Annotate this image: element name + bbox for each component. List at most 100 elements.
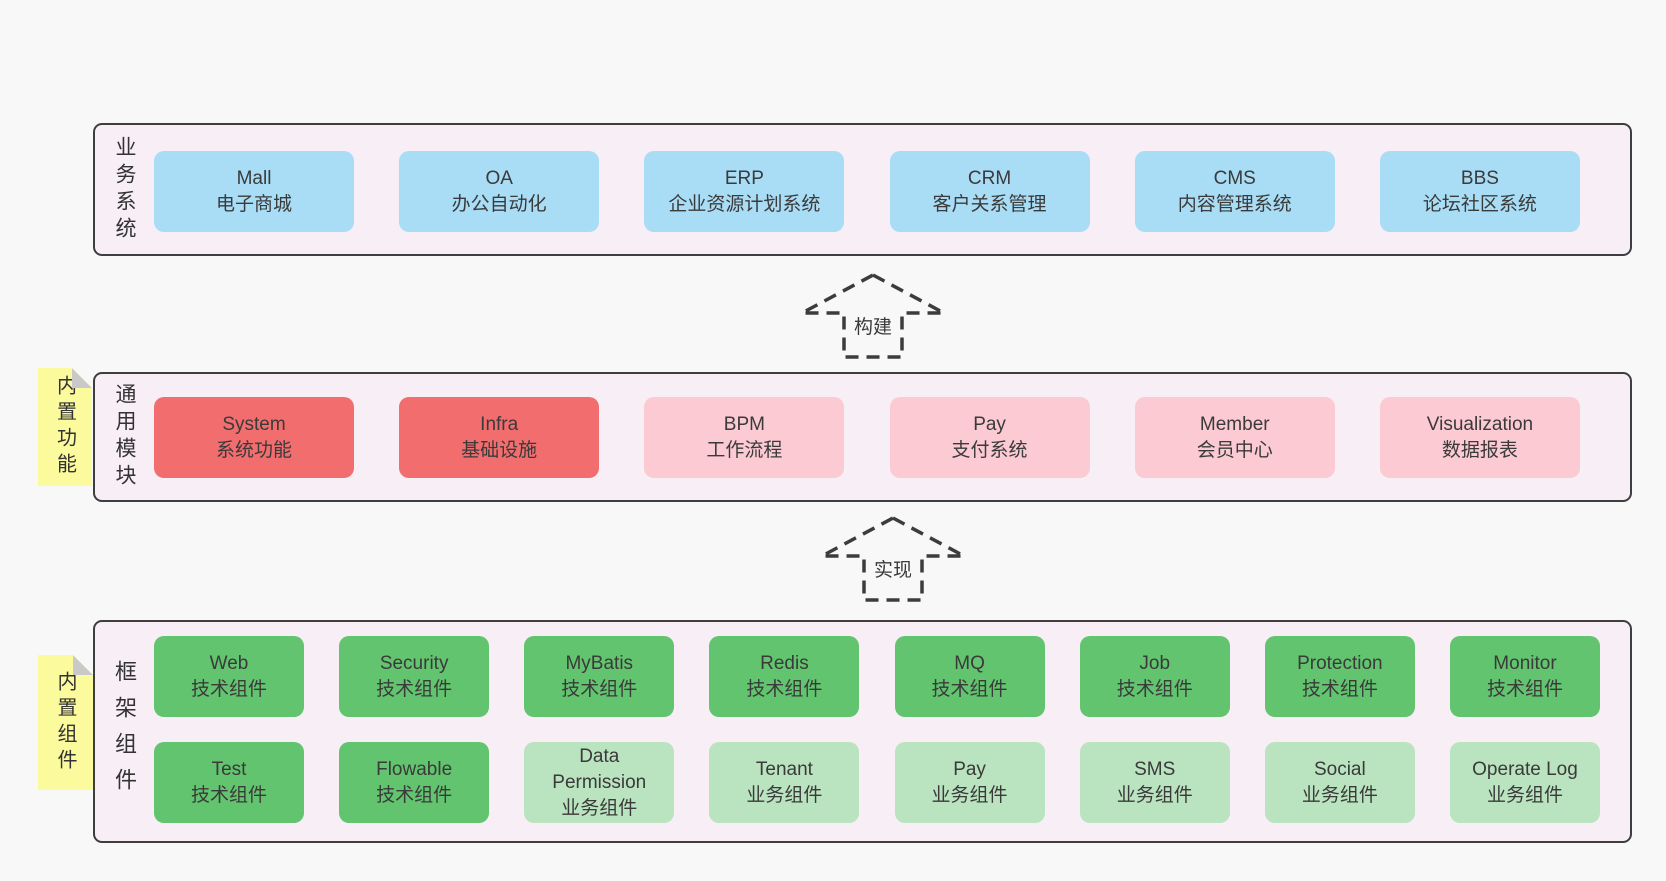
- box-crm: CRM 客户关系管理: [889, 151, 1090, 232]
- box-subtitle: 业务组件: [1301, 784, 1378, 806]
- box-title: Test: [211, 758, 247, 780]
- business-layer-title: 业务系统: [113, 135, 136, 244]
- box-system: System 系统功能: [154, 397, 354, 478]
- box-subtitle: 技术组件: [190, 784, 267, 806]
- box-subtitle: 系统功能: [215, 439, 292, 461]
- box-protection: Protection 技术组件: [1264, 636, 1415, 717]
- box-subtitle: 电子商城: [215, 193, 292, 215]
- builtin-components-tag: 内置组件: [38, 655, 93, 790]
- business-systems-row: Mall 电子商城 OA 办公自动化 ERP 企业资源计划系统 CRM 客户关系管理 CMS 内容…: [154, 151, 1580, 232]
- build-arrow-label: 构建: [849, 312, 897, 339]
- common-modules-layer: 通用模块 System 系统功能 Infra 基础设施 BPM 工作流程 Pay 支付系统 Me…: [93, 372, 1632, 502]
- box-member: Member 会员中心: [1134, 397, 1335, 478]
- builtin-components-tag-label: 内置组件: [54, 670, 76, 775]
- build-arrow-shape: [801, 273, 945, 359]
- box-mall: Mall 电子商城: [154, 151, 354, 232]
- box-subtitle: 技术组件: [1116, 678, 1193, 700]
- implement-arrow: 实现: [818, 514, 968, 604]
- box-title: Monitor: [1493, 652, 1557, 674]
- box-subtitle: 技术组件: [746, 678, 823, 700]
- box-subtitle: 技术组件: [376, 678, 453, 700]
- box-title: CMS: [1213, 167, 1256, 189]
- tag-fold-icon: [72, 368, 92, 388]
- box-subtitle: 技术组件: [190, 678, 267, 700]
- box-title: OA: [485, 167, 513, 189]
- box-subtitle: 会员中心: [1196, 439, 1273, 461]
- box-tenant: Tenant 业务组件: [709, 742, 860, 823]
- box-flowable: Flowable 技术组件: [339, 742, 490, 823]
- box-subtitle: 内容管理系统: [1177, 193, 1292, 215]
- box-title: Social: [1313, 758, 1366, 780]
- box-title: Protection: [1297, 652, 1383, 674]
- box-subtitle: 技术组件: [376, 784, 453, 806]
- box-job: Job 技术组件: [1079, 636, 1230, 717]
- box-title: System: [222, 413, 286, 435]
- box-bpm: BPM 工作流程: [644, 397, 845, 478]
- box-title: Job: [1139, 652, 1171, 674]
- box-erp: ERP 企业资源计划系统: [644, 151, 845, 232]
- box-title: Tenant: [755, 758, 813, 780]
- box-sms: SMS 业务组件: [1079, 742, 1230, 823]
- box-title: Pay: [973, 413, 1006, 435]
- box-title: Data Permission: [552, 745, 647, 793]
- business-systems-layer: 业务系统 Mall 电子商城 OA 办公自动化 ERP 企业资源计划系统 CRM 客户关系管理…: [93, 123, 1632, 256]
- box-redis: Redis 技术组件: [709, 636, 860, 717]
- box-mybatis: MyBatis 技术组件: [524, 636, 675, 717]
- box-title: Member: [1199, 413, 1270, 435]
- box-mq: MQ 技术组件: [894, 636, 1045, 717]
- box-subtitle: 办公自动化: [451, 193, 547, 215]
- box-security: Security 技术组件: [339, 636, 490, 717]
- box-title: Infra: [480, 413, 519, 435]
- box-title: MyBatis: [565, 652, 634, 674]
- box-subtitle: 业务组件: [746, 784, 823, 806]
- box-subtitle: 技术组件: [931, 678, 1008, 700]
- components-layer-title: 框架组件: [112, 659, 137, 804]
- box-title: BBS: [1460, 167, 1499, 189]
- tag-fold-icon: [73, 655, 93, 675]
- box-title: Redis: [760, 652, 809, 674]
- box-title: Mall: [236, 167, 272, 189]
- box-operate-log: Operate Log 业务组件: [1449, 742, 1600, 823]
- box-title: Operate Log: [1472, 758, 1578, 780]
- box-data-permission: Data Permission 业务组件: [524, 742, 675, 823]
- box-pay: Pay 支付系统: [889, 397, 1090, 478]
- box-title: BPM: [723, 413, 765, 435]
- box-title: ERP: [724, 167, 764, 189]
- box-subtitle: 基础设施: [461, 439, 538, 461]
- builtin-features-tag-label: 内置功能: [53, 375, 76, 479]
- box-title: CRM: [967, 167, 1012, 189]
- implement-arrow-shape: [821, 516, 965, 602]
- box-test: Test 技术组件: [154, 742, 304, 823]
- box-subtitle: 企业资源计划系统: [668, 193, 821, 215]
- box-web: Web 技术组件: [154, 636, 304, 717]
- box-subtitle: 业务组件: [931, 784, 1008, 806]
- build-arrow: 构建: [798, 271, 948, 361]
- box-subtitle: 论坛社区系统: [1422, 193, 1537, 215]
- box-pay: Pay 业务组件: [894, 742, 1045, 823]
- box-bbs: BBS 论坛社区系统: [1379, 151, 1580, 232]
- box-title: Visualization: [1426, 413, 1534, 435]
- box-subtitle: 工作流程: [706, 439, 783, 461]
- box-title: Security: [379, 652, 449, 674]
- box-title: Pay: [953, 758, 986, 780]
- box-title: SMS: [1134, 758, 1176, 780]
- box-title: Web: [209, 652, 249, 674]
- box-subtitle: 技术组件: [561, 678, 638, 700]
- box-subtitle: 技术组件: [1486, 678, 1563, 700]
- box-title: Flowable: [376, 758, 453, 780]
- box-infra: Infra 基础设施: [399, 397, 600, 478]
- box-monitor: Monitor 技术组件: [1449, 636, 1600, 717]
- box-subtitle: 业务组件: [1116, 784, 1193, 806]
- box-subtitle: 技术组件: [1301, 678, 1378, 700]
- box-social: Social 业务组件: [1264, 742, 1415, 823]
- box-subtitle: 业务组件: [1486, 784, 1563, 806]
- box-subtitle: 客户关系管理: [932, 193, 1047, 215]
- box-subtitle: 支付系统: [951, 439, 1028, 461]
- modules-layer-title: 通用模块: [113, 383, 136, 491]
- common-modules-row: System 系统功能 Infra 基础设施 BPM 工作流程 Pay 支付系统 Member 会…: [154, 397, 1580, 478]
- box-title: MQ: [954, 652, 985, 674]
- box-subtitle: 业务组件: [561, 797, 638, 819]
